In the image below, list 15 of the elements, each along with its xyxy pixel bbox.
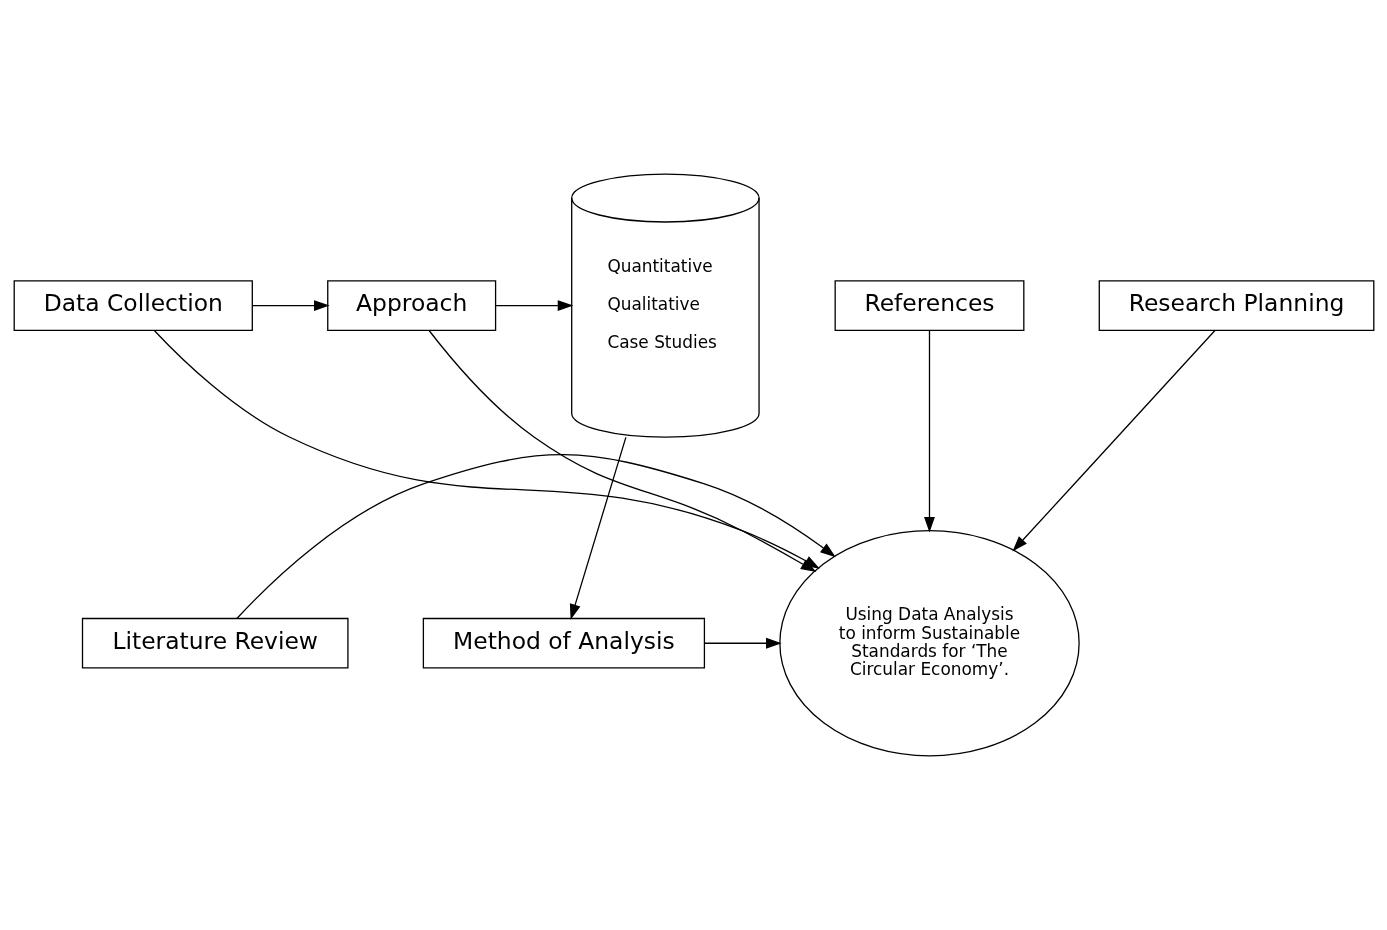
arrow (569, 436, 626, 620)
node-box: Research Planning (1098, 280, 1374, 331)
node-box: Data Collection (13, 280, 253, 331)
arrow (1011, 329, 1216, 552)
node-box: Literature Review (81, 617, 349, 669)
node-box: Method of Analysis (422, 617, 705, 669)
arrow (428, 330, 816, 573)
arrow (235, 454, 836, 619)
arrow (923, 329, 935, 533)
node-ellipse: Using Data Analysis to inform Sustainable Standards for ‘The Circular Economy’. (778, 530, 1080, 757)
node-box: Approach (326, 280, 496, 331)
node-box: References (834, 280, 1024, 331)
arrow (703, 637, 782, 649)
arrow (494, 300, 573, 312)
arrow (251, 300, 330, 312)
